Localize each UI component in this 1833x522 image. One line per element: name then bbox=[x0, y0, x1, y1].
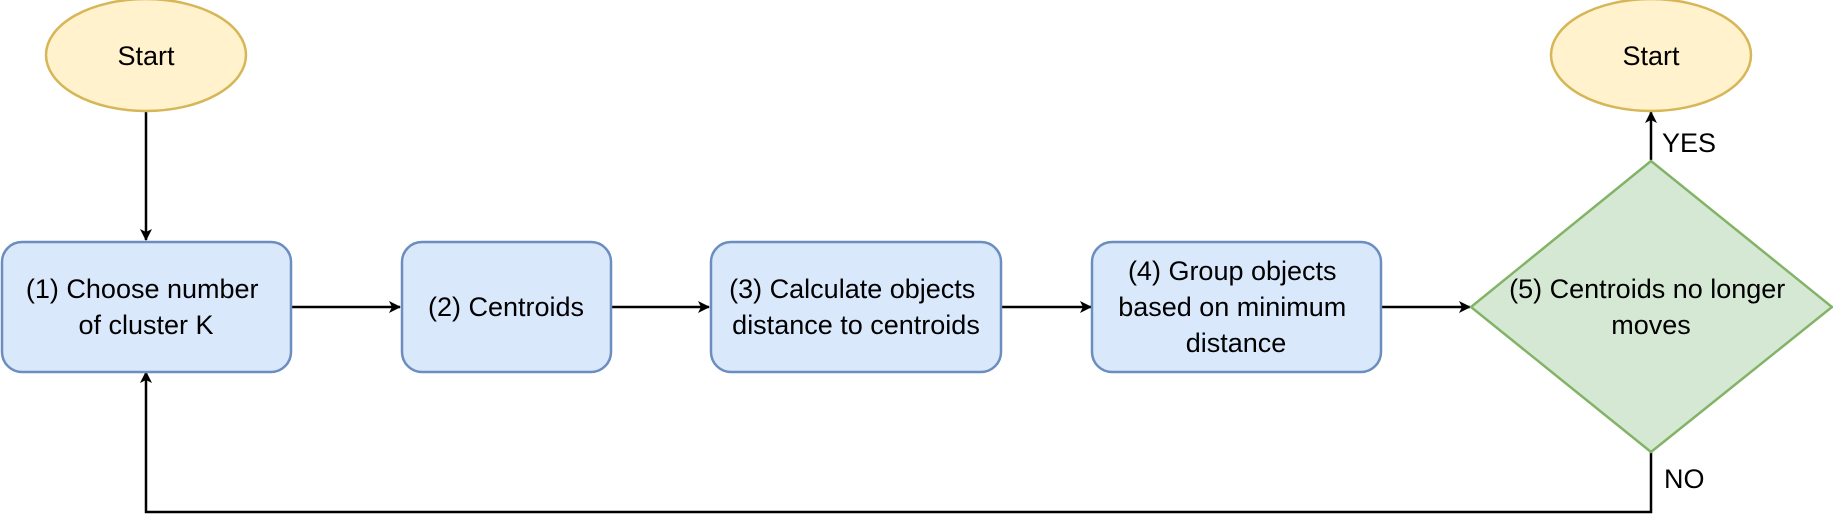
step1-label-line2: of cluster K bbox=[78, 310, 213, 340]
step4-label-line2: based on minimum bbox=[1118, 292, 1346, 322]
step1-label: (1) Choose number of cluster K bbox=[26, 274, 266, 340]
step4-label: (4) Group objects based on minimum dista… bbox=[1118, 256, 1354, 358]
step3-box bbox=[709, 240, 1003, 374]
step1-node: (1) Choose number of cluster K bbox=[0, 240, 293, 374]
step2-box bbox=[400, 240, 613, 374]
step4-label-line3: distance bbox=[1186, 328, 1287, 358]
start-ellipse bbox=[44, 0, 248, 113]
decision-diamond bbox=[1469, 159, 1833, 454]
end-ellipse bbox=[1549, 0, 1753, 113]
step3-label-line2: distance to centroids bbox=[732, 310, 980, 340]
decision-node: (5) Centroids no longer moves bbox=[1469, 159, 1833, 454]
decision-label: (5) Centroids no longer moves bbox=[1509, 274, 1793, 340]
yes-label: YES bbox=[1662, 128, 1716, 158]
step1-label-line1: (1) Choose number bbox=[26, 274, 259, 304]
step3-label: (3) Calculate objects distance to centro… bbox=[729, 274, 983, 340]
step1-box bbox=[0, 240, 293, 374]
end-label: Start bbox=[1622, 41, 1680, 71]
decision-label-line1: (5) Centroids no longer bbox=[1509, 274, 1785, 304]
no-label: NO bbox=[1664, 464, 1705, 494]
step2-label-line1: (2) Centroids bbox=[428, 292, 584, 322]
step3-label-line1: (3) Calculate objects bbox=[729, 274, 975, 304]
step4-label-line1: (4) Group objects bbox=[1128, 256, 1337, 286]
step2-node: (2) Centroids bbox=[400, 240, 613, 374]
decision-label-line2: moves bbox=[1611, 310, 1691, 340]
step4-node: (4) Group objects based on minimum dista… bbox=[1090, 240, 1383, 374]
step2-label: (2) Centroids bbox=[428, 292, 584, 322]
start-node: Start bbox=[44, 0, 248, 113]
end-node: Start bbox=[1549, 0, 1753, 113]
start-label: Start bbox=[117, 41, 175, 71]
step4-box bbox=[1090, 240, 1383, 374]
arrow-decision-to-step1-no bbox=[140, 371, 1653, 514]
edges bbox=[140, 111, 1657, 514]
step3-node: (3) Calculate objects distance to centro… bbox=[709, 240, 1003, 374]
